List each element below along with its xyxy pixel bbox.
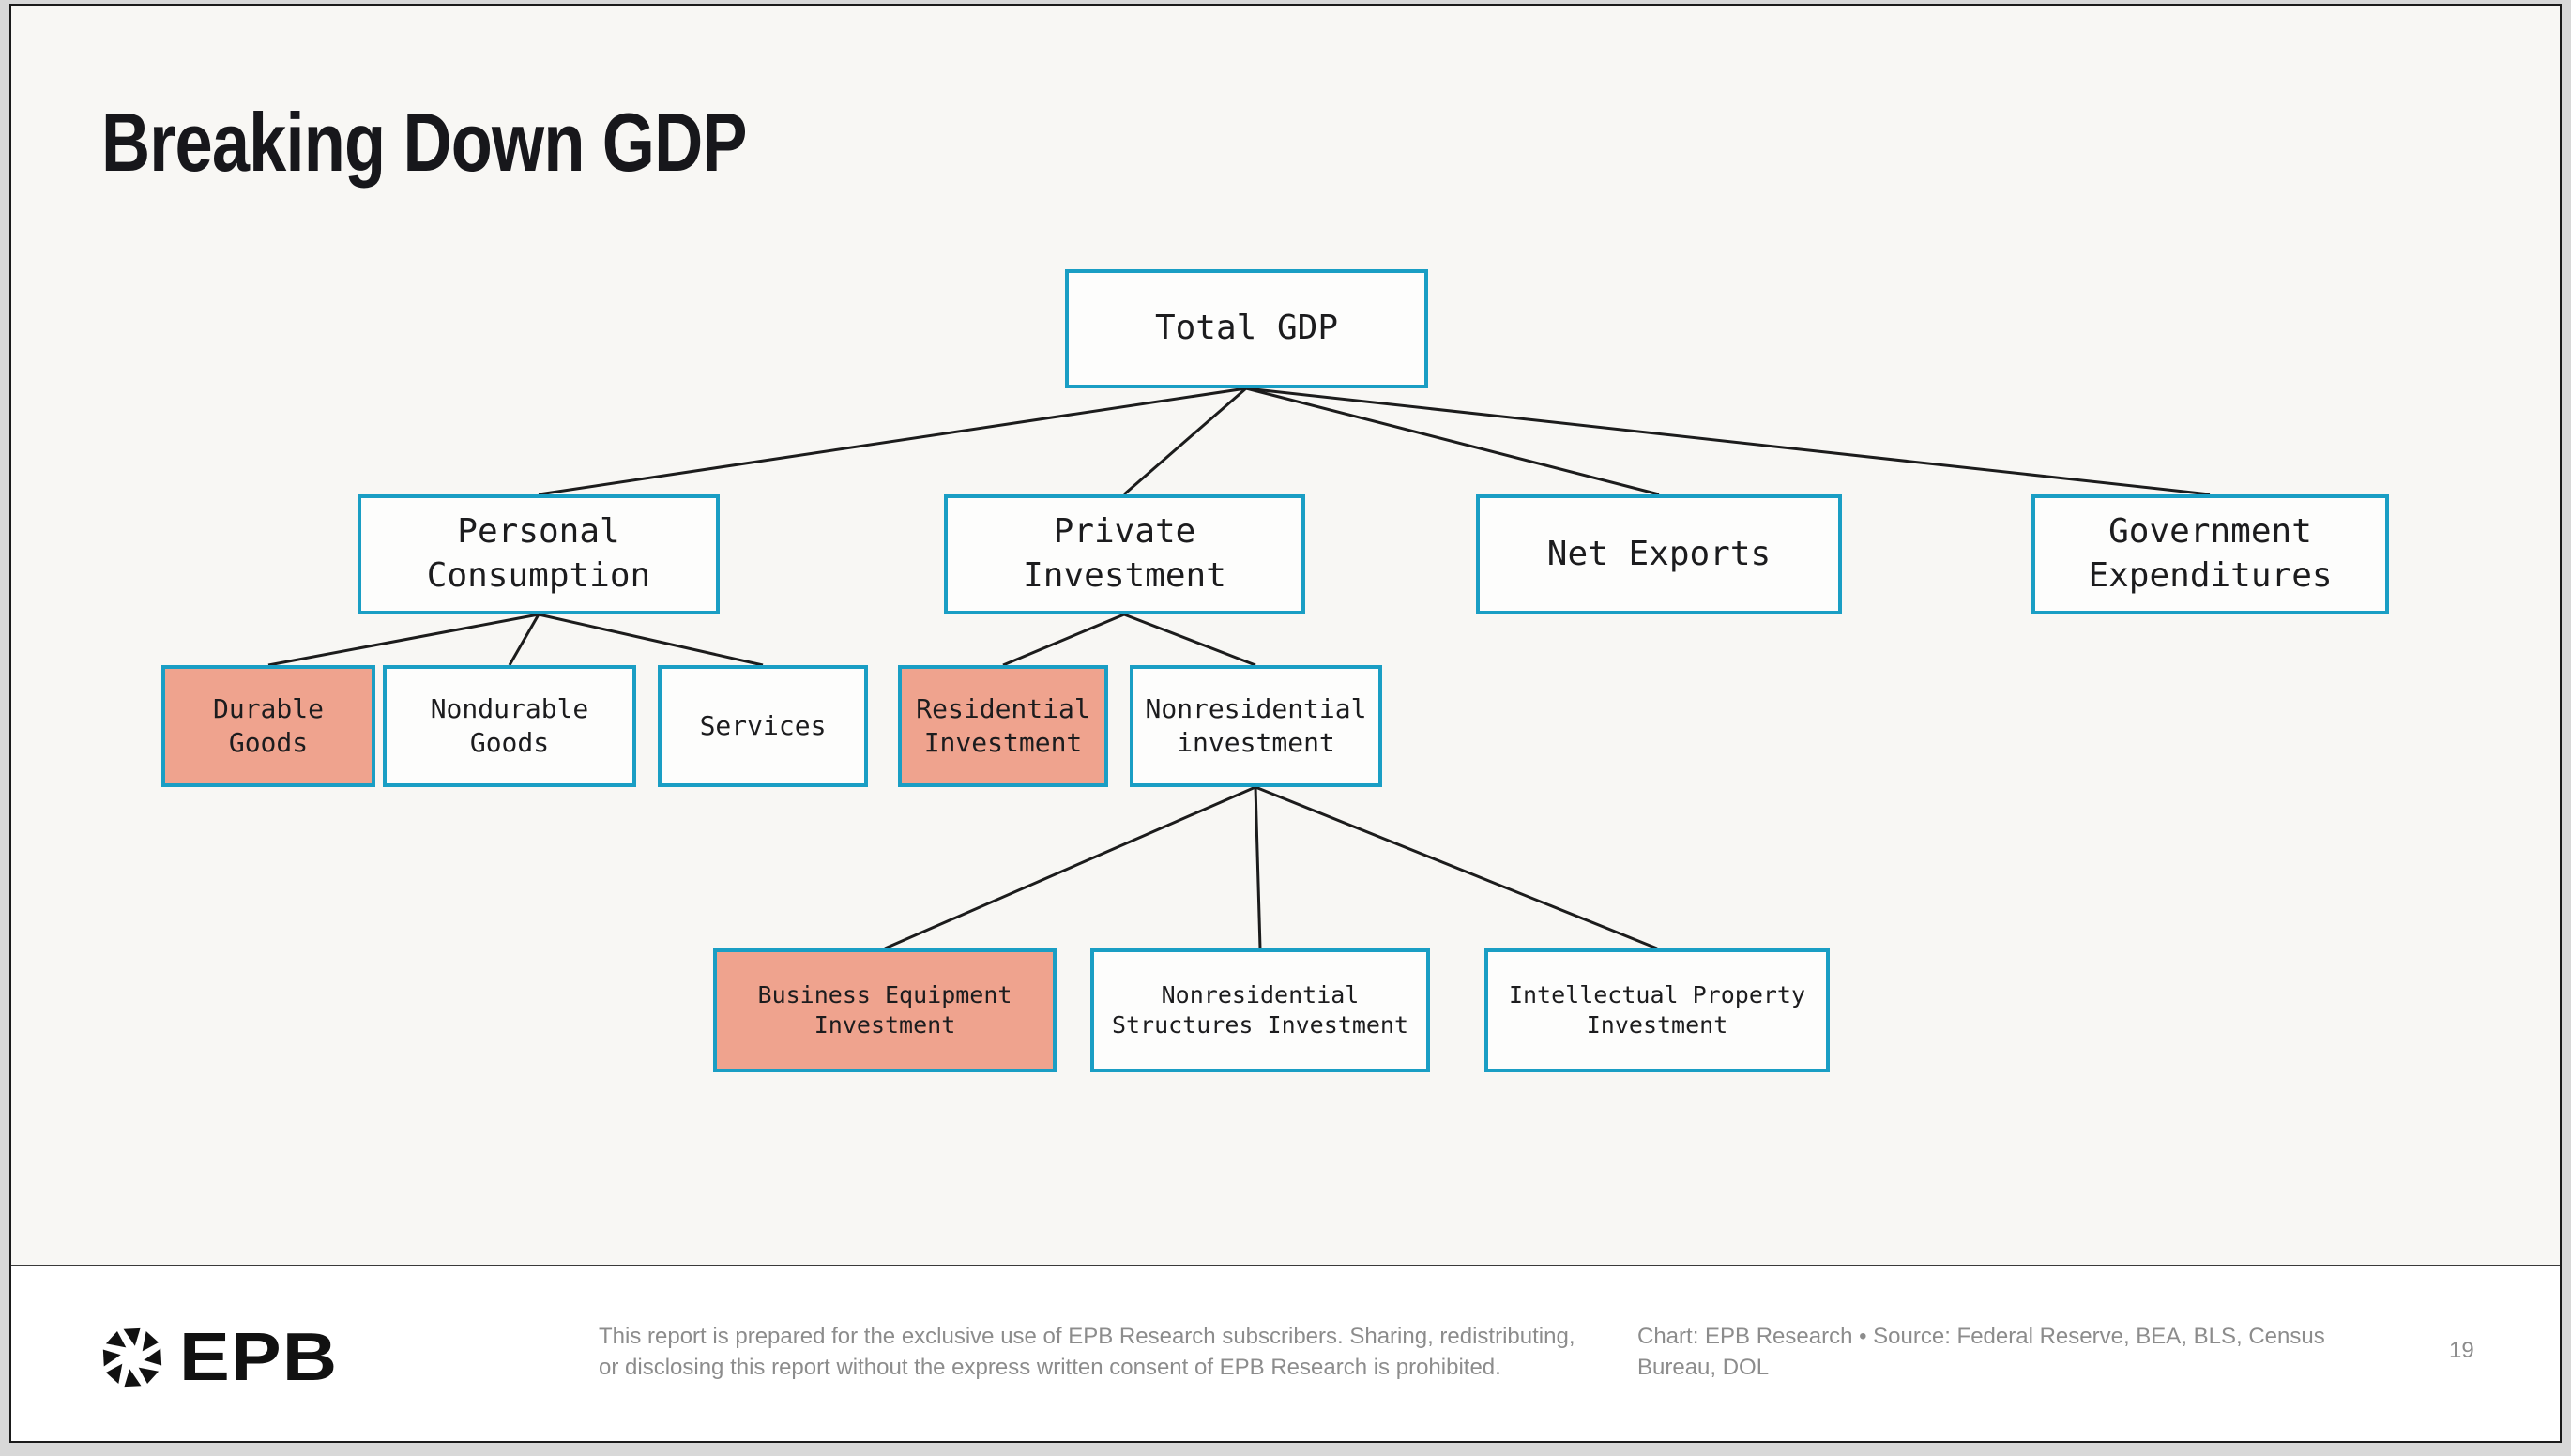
slide: Breaking Down GDP Total GDP Personal Con… <box>9 4 2562 1443</box>
node-nondurable-goods: Nondurable Goods <box>383 665 636 787</box>
node-services: Services <box>658 665 868 787</box>
page-title: Breaking Down GDP <box>101 96 748 189</box>
node-private-investment: Private Investment <box>944 494 1305 614</box>
epb-logo-text: EPB <box>179 1320 339 1395</box>
footer: EPB This report is prepared for the excl… <box>11 1265 2560 1441</box>
footer-disclaimer: This report is prepared for the exclusiv… <box>599 1324 1575 1380</box>
node-business-equipment-investment: Business Equipment Investment <box>713 948 1057 1072</box>
node-nonresidential-structures-investment: Nonresidential Structures Investment <box>1090 948 1430 1072</box>
epb-shutter-icon <box>102 1327 162 1388</box>
node-personal-consumption: Personal Consumption <box>358 494 720 614</box>
page-number: 19 <box>2449 1338 2474 1363</box>
node-intellectual-property-investment: Intellectual Property Investment <box>1484 948 1830 1072</box>
tree-connector-lines <box>267 387 2211 950</box>
epb-logo: EPB <box>100 1319 337 1396</box>
node-durable-goods: Durable Goods <box>161 665 375 787</box>
node-net-exports: Net Exports <box>1476 494 1842 614</box>
footer-credit-source: Chart: EPB Research • Source: Federal Re… <box>1637 1324 2325 1380</box>
node-total-gdp: Total GDP <box>1065 269 1428 388</box>
node-government-expenditures: Government Expenditures <box>2031 494 2389 614</box>
node-residential-investment: Residential Investment <box>898 665 1108 787</box>
node-nonresidential-investment: Nonresidential investment <box>1130 665 1382 787</box>
